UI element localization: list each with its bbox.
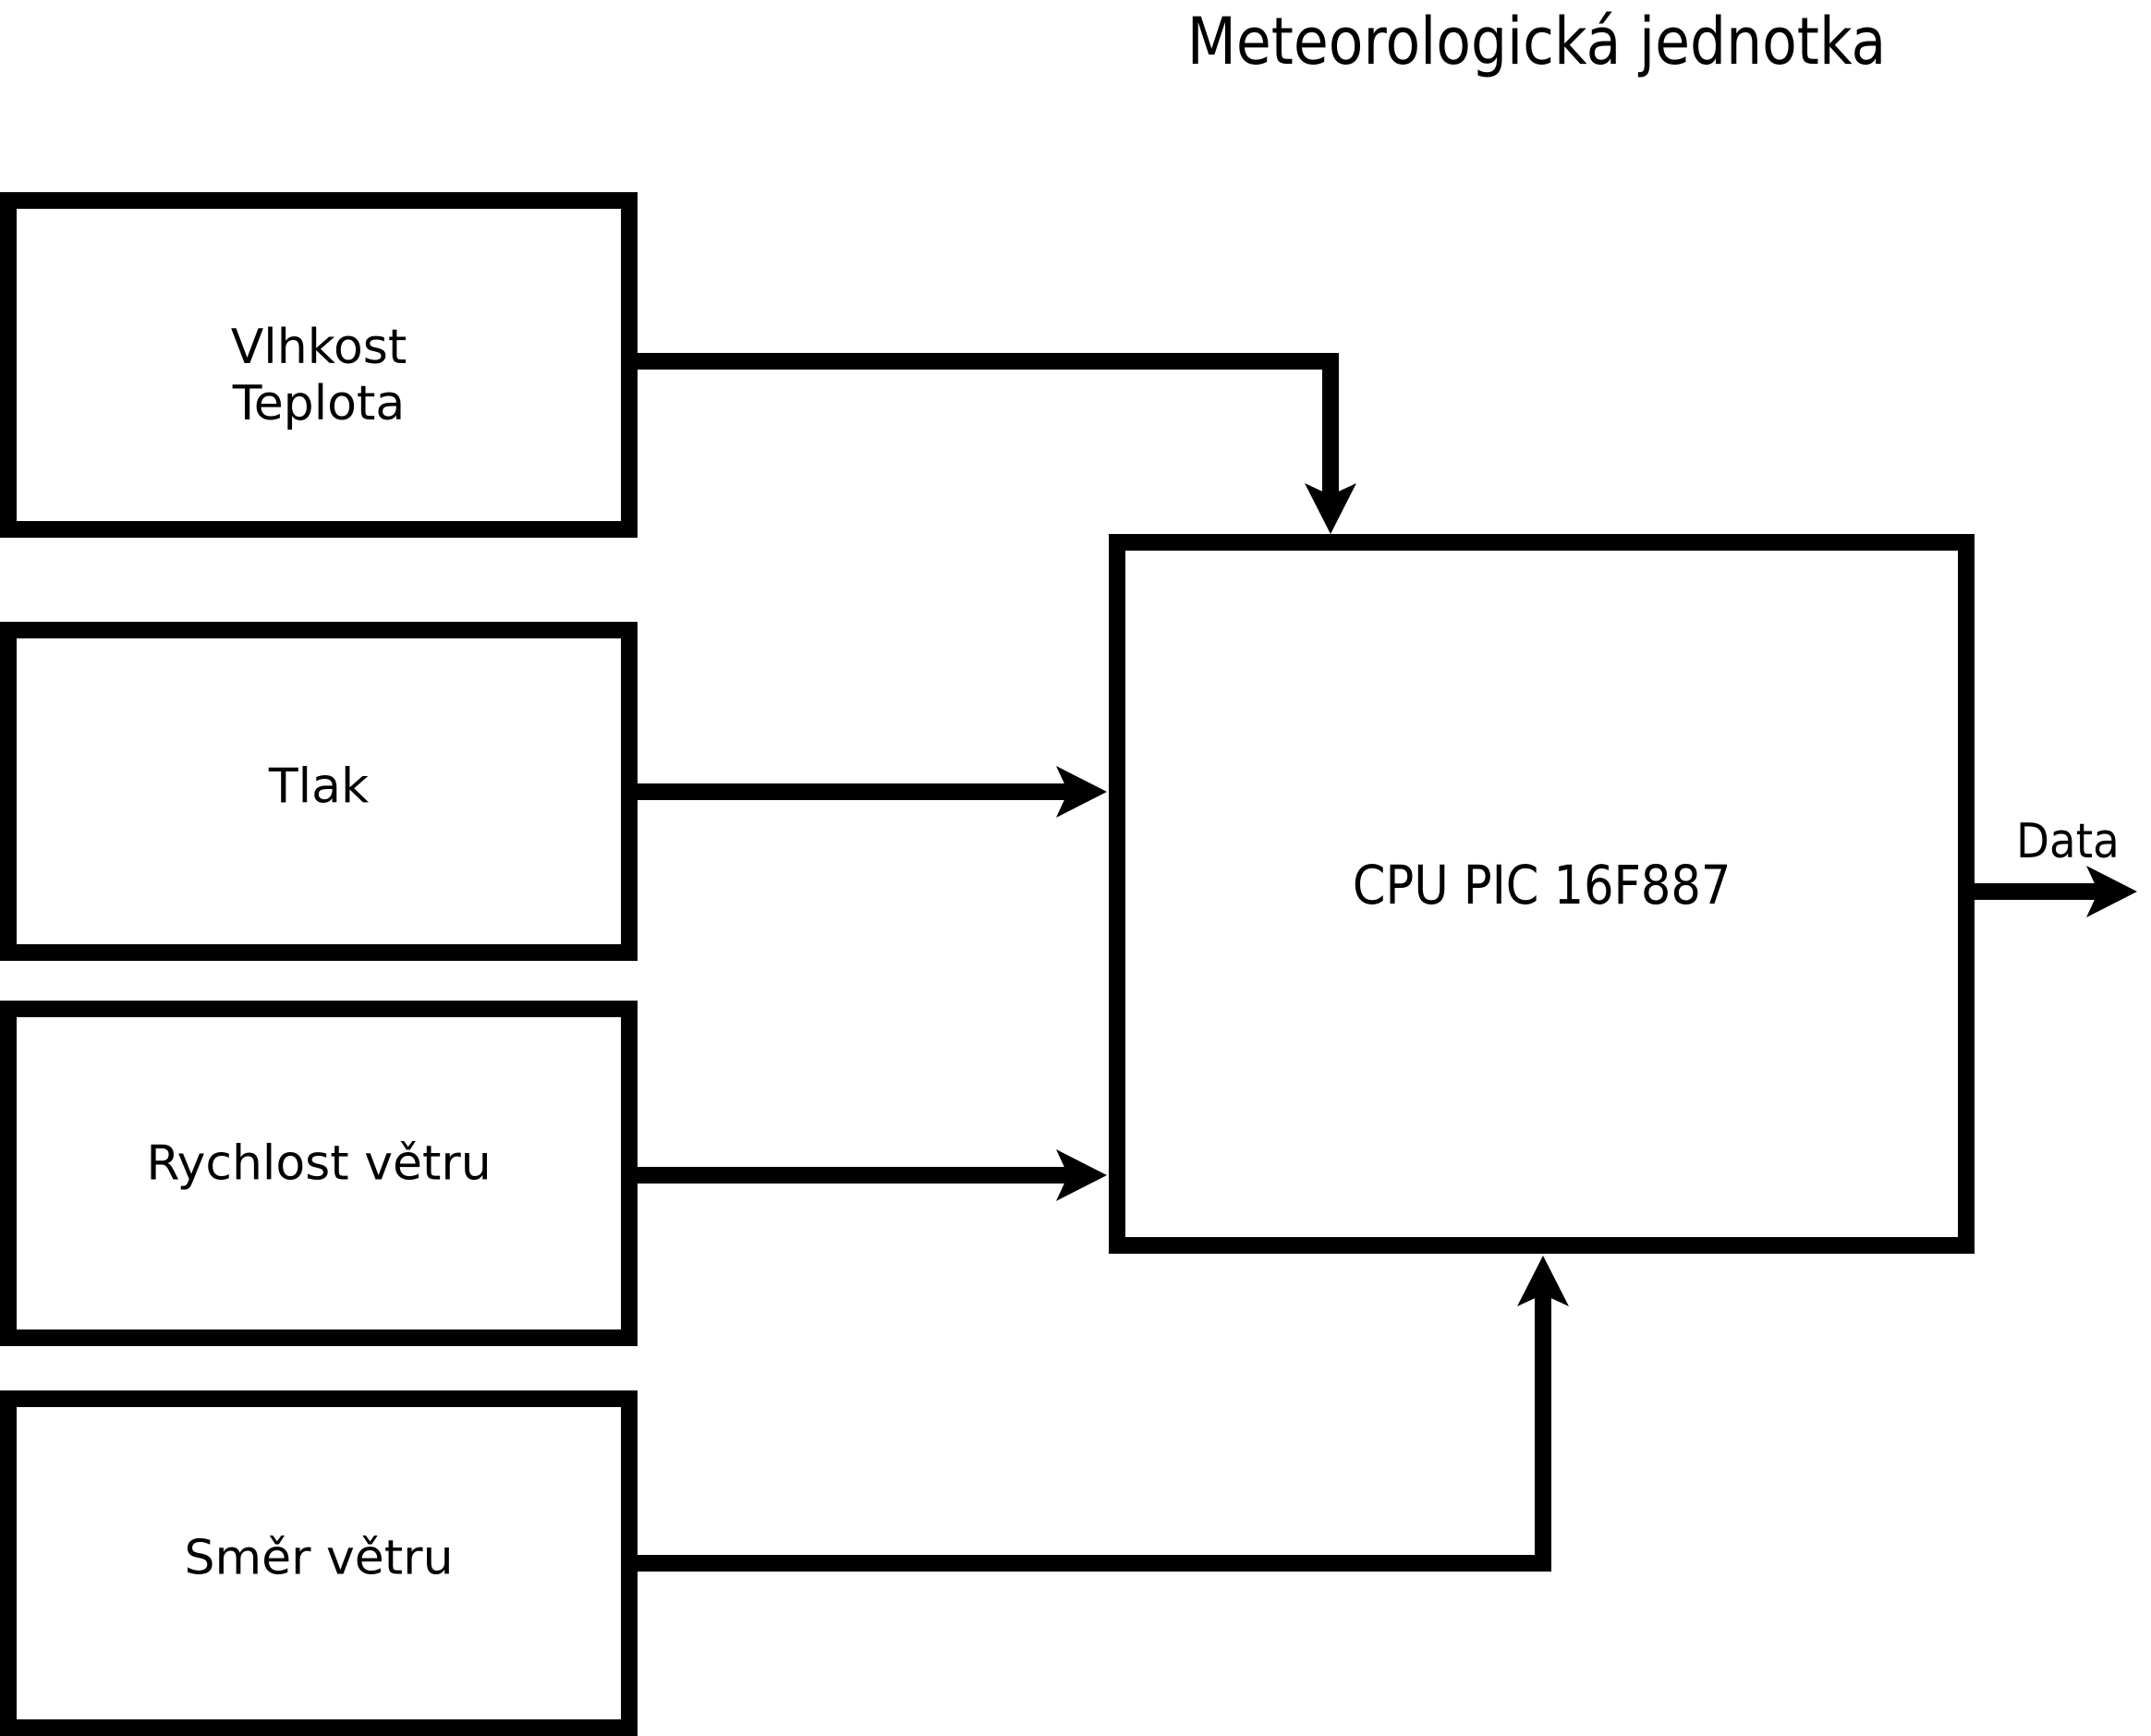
connector-data-arrowhead-right-icon	[2086, 866, 2137, 917]
sensor-label-line-teplota: Teplota	[232, 376, 406, 431]
cpu-label: CPU PIC 16F887	[1109, 854, 1975, 917]
diagram-title-text: Meteorologická jednotka	[1186, 4, 1887, 79]
connector-tlak-arrowhead-right-icon	[1056, 766, 1107, 818]
sensor-label-tlak: Tlak	[0, 759, 638, 816]
sensor-box-tlak	[0, 622, 638, 961]
cpu-label-text: CPU PIC 16F887	[1352, 854, 1732, 917]
sensor-label-smer-vetru: Směr větru	[0, 1531, 638, 1587]
data-output-label: Data	[2016, 814, 2131, 869]
sensor-box-vlhkost-teplota	[0, 192, 638, 538]
connector-smer-line	[636, 1294, 1551, 1572]
connector-smer-arrowhead-up-icon	[1517, 1256, 1569, 1306]
sensor-box-rychlost-vetru	[0, 1001, 638, 1346]
diagram-title: Meteorologická jednotka	[1139, 4, 1934, 79]
sensor-label-line-vlhkost: Vlhkost	[230, 320, 407, 375]
connector-vlhkost-line	[636, 353, 1339, 496]
sensor-label-line-smer-vetru: Směr větru	[184, 1530, 454, 1586]
connector-vlhkost-arrowhead-down-icon	[1305, 483, 1356, 534]
sensor-label-vlhkost-teplota: Vlhkost Teplota	[0, 320, 638, 432]
sensor-label-rychlost-vetru: Rychlost větru	[0, 1136, 638, 1193]
data-output-label-text: Data	[2016, 814, 2120, 869]
connector-rychlost-arrowhead-right-icon	[1056, 1149, 1107, 1201]
sensor-label-line-rychlost-vetru: Rychlost větru	[146, 1135, 492, 1192]
cpu-box	[1109, 534, 1975, 1254]
sensor-label-line-tlak: Tlak	[268, 759, 370, 815]
sensor-box-smer-vetru	[0, 1390, 638, 1736]
